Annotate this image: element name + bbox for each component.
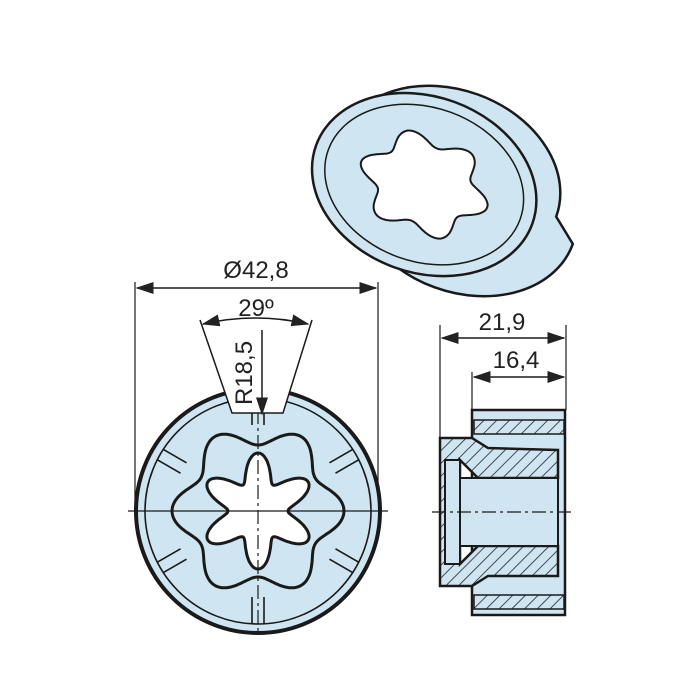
- spoke-line: [335, 548, 360, 563]
- spoke-line: [162, 448, 187, 464]
- sleeve-hatch-bottom: [473, 594, 565, 610]
- sleeve-length-label: 16,4: [493, 347, 540, 374]
- front-view: [128, 282, 388, 635]
- total-length-label: 21,9: [479, 309, 526, 336]
- inner-lobed-bore: [359, 129, 489, 240]
- spoke-line: [156, 548, 181, 563]
- spoke-line: [329, 448, 354, 464]
- side-section-view: [432, 325, 574, 617]
- radius-label: R18,5: [231, 341, 258, 405]
- angle-dimension-arc: [201, 314, 310, 327]
- isometric-view: [310, 84, 575, 298]
- spoke-line: [335, 459, 360, 474]
- spoke-line: [162, 558, 187, 574]
- angle-label: 29º: [238, 295, 274, 322]
- inner-ring: [324, 103, 525, 266]
- spoke-line: [329, 558, 354, 574]
- spoke-line: [156, 459, 181, 474]
- diameter-label: Ø42,8: [223, 257, 288, 284]
- sleeve-hatch-top: [473, 419, 565, 435]
